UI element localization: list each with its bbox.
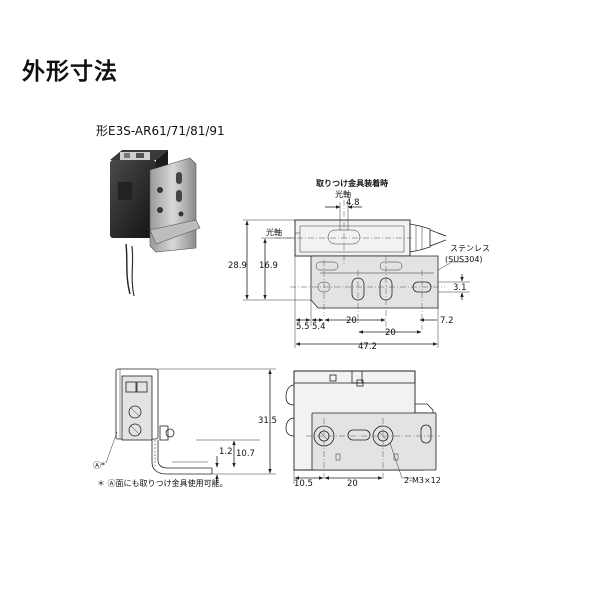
dim-4-8: 4.8 <box>346 198 360 208</box>
optical-axis-top-label: 光軸 <box>335 189 351 199</box>
material-code: (SUS304) <box>445 255 483 264</box>
dim-5-5: 5.5 <box>296 322 310 332</box>
dim-16-9: 16.9 <box>259 261 278 271</box>
dim-7-2: 7.2 <box>440 316 454 326</box>
surface-a-note: ＊ Ⓐ面にも取りつけ金具使用可能。 <box>97 478 228 488</box>
screw-spec: 2-M3×12 <box>404 476 441 485</box>
dim-1-2: 1.2 <box>219 447 233 457</box>
surface-a-marker: Ⓐ* <box>93 461 105 470</box>
page-title: 外形寸法 <box>22 59 118 85</box>
dim-3-1: 3.1 <box>453 283 467 293</box>
product-photo <box>110 150 201 297</box>
dim-28-9: 28.9 <box>228 261 247 271</box>
dim-10-7: 10.7 <box>236 449 255 459</box>
side-view-title: 取りつけ金具装着時 <box>316 178 388 188</box>
dim-20-a: 20 <box>346 316 357 326</box>
model-label: 形E3S-AR61/71/81/91 <box>96 124 225 138</box>
front-view-drawing: 10.5 20 2-M3×12 <box>285 370 441 489</box>
dim-20-b: 20 <box>385 328 396 338</box>
optical-axis-left-label: 光軸 <box>266 227 282 237</box>
dim-20-front: 20 <box>347 479 358 489</box>
dim-31-5: 31.5 <box>258 416 277 426</box>
dim-10-5: 10.5 <box>294 479 313 489</box>
dim-5-4: 5.4 <box>312 322 326 332</box>
side-view-drawing: 取りつけ金具装着時 <box>228 178 490 352</box>
material-label: ステンレス <box>450 244 490 253</box>
bracket-view-drawing: 31.5 10.7 1.2 Ⓐ* ＊ Ⓐ面にも取りつけ金具使用可能。 <box>93 368 277 488</box>
dim-47-2: 47.2 <box>358 342 377 352</box>
